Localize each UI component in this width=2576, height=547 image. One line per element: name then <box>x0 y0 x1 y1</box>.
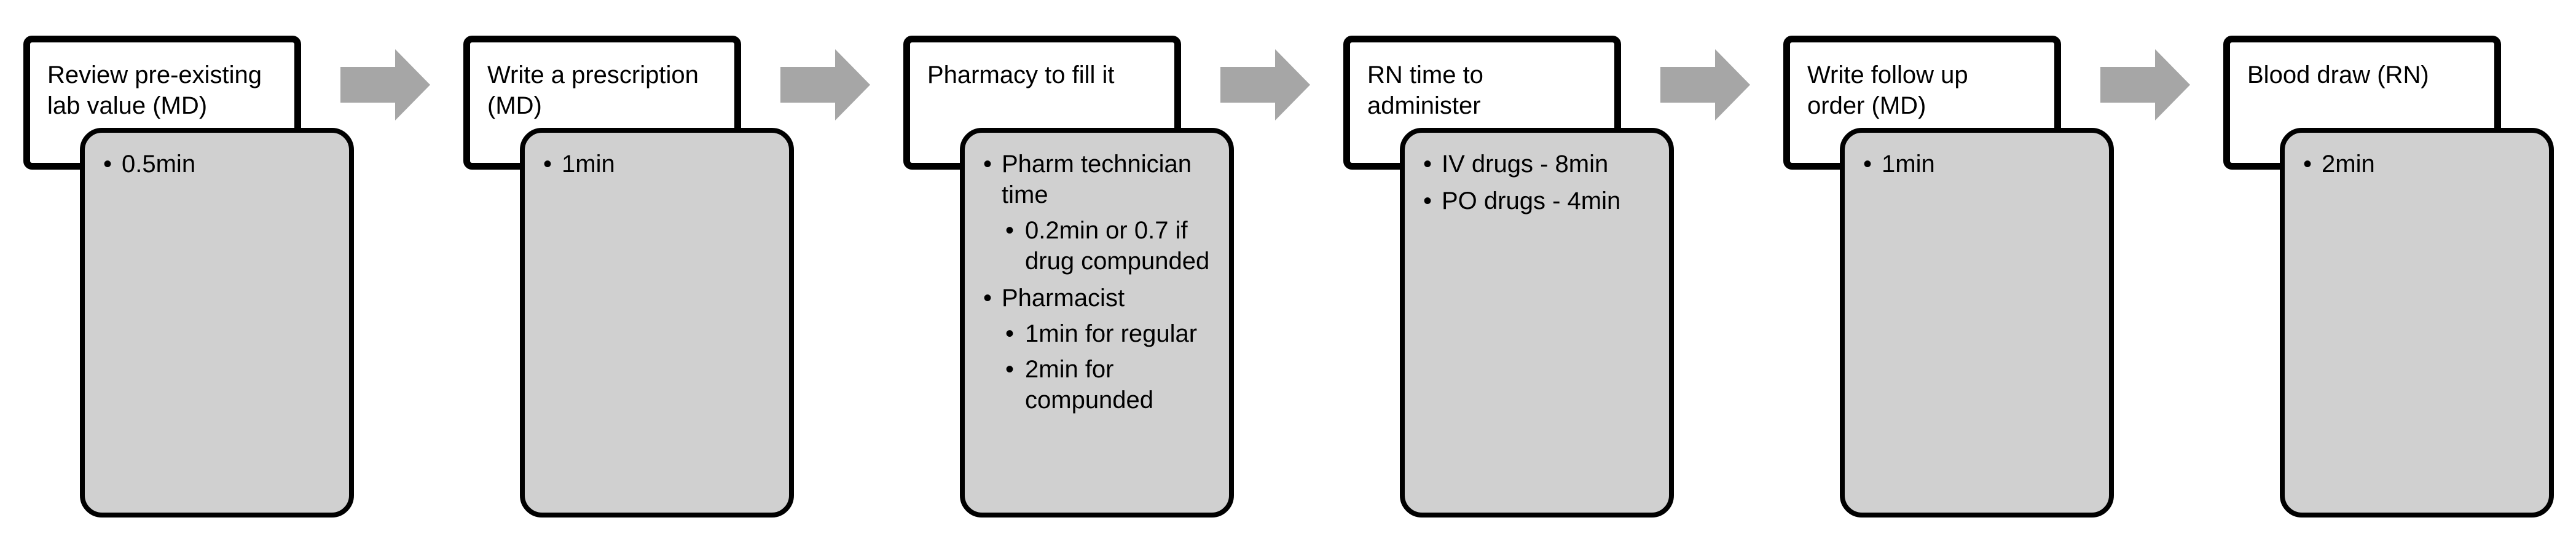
step-title-box: Review pre-existing lab value (MD) <box>23 36 301 170</box>
arrow-shape <box>780 49 870 120</box>
step-items: 2min <box>2302 149 2539 179</box>
step-item-text: 1min <box>562 151 615 178</box>
step-item-text: Pharmacist <box>1002 285 1125 312</box>
process-step-1: Review pre-existing lab value (MD) 0.5mi… <box>23 0 355 547</box>
step-detail-box: 1min <box>520 128 794 517</box>
step-item-text: 1min <box>1882 151 1935 178</box>
step-item-text: PO drugs - 4min <box>1442 187 1621 214</box>
step-item: 1min <box>542 149 779 179</box>
arrow-shape <box>1660 49 1750 120</box>
step-items: 1min <box>542 149 779 179</box>
step-item-text: 0.5min <box>122 151 196 178</box>
process-step-4: RN time to administer IV drugs - 8min PO… <box>1343 0 1675 547</box>
step-items: Pharm technician time 0.2min or 0.7 if d… <box>982 149 1219 415</box>
step-item: Pharm technician time 0.2min or 0.7 if d… <box>982 149 1219 277</box>
step-items: IV drugs - 8min PO drugs - 4min <box>1422 149 1659 216</box>
right-arrow-icon <box>1220 49 1310 120</box>
arrow-shape <box>2100 49 2190 120</box>
step-subitem: 2min for compunded <box>1002 354 1219 415</box>
step-subitem: 0.2min or 0.7 if drug compunded <box>1002 215 1219 277</box>
process-step-3: Pharmacy to fill it Pharm technician tim… <box>903 0 1235 547</box>
step-detail-box: IV drugs - 8min PO drugs - 4min <box>1400 128 1674 517</box>
step-title: Review pre-existing lab value (MD) <box>47 61 262 119</box>
right-arrow-icon <box>340 49 430 120</box>
step-item: PO drugs - 4min <box>1422 186 1659 216</box>
step-item: Pharmacist 1min for regular 2min for com… <box>982 283 1219 415</box>
step-items: 0.5min <box>102 149 339 179</box>
step-items: 1min <box>1862 149 2099 179</box>
process-step-5: Write follow up order (MD) 1min <box>1783 0 2115 547</box>
step-detail-box: Pharm technician time 0.2min or 0.7 if d… <box>960 128 1234 517</box>
step-title: RN time to administer <box>1367 61 1483 119</box>
arrow-shape <box>340 49 430 120</box>
right-arrow-icon <box>2100 49 2190 120</box>
step-item-text: IV drugs - 8min <box>1442 151 1609 178</box>
step-detail-box: 2min <box>2280 128 2554 517</box>
step-title: Pharmacy to fill it <box>927 61 1115 89</box>
step-item: 2min <box>2302 149 2539 179</box>
step-title: Write follow up order (MD) <box>1807 61 1968 119</box>
step-item: 1min <box>1862 149 2099 179</box>
step-subitem: 1min for regular <box>1002 318 1219 349</box>
step-item-text: 2min <box>2322 151 2375 178</box>
step-subitems: 1min for regular 2min for compunded <box>1002 318 1219 415</box>
step-item: IV drugs - 8min <box>1422 149 1659 179</box>
arrow-shape <box>1220 49 1310 120</box>
process-step-6: Blood draw (RN) 2min <box>2223 0 2555 547</box>
step-detail-box: 0.5min <box>80 128 354 517</box>
step-title: Blood draw (RN) <box>2247 61 2429 89</box>
right-arrow-icon <box>1660 49 1750 120</box>
step-title: Write a prescription (MD) <box>487 61 699 119</box>
step-subitems: 0.2min or 0.7 if drug compunded <box>1002 215 1219 277</box>
process-step-2: Write a prescription (MD) 1min <box>463 0 795 547</box>
step-detail-box: 1min <box>1840 128 2114 517</box>
step-item: 0.5min <box>102 149 339 179</box>
step-item-text: Pharm technician time <box>1002 151 1192 208</box>
right-arrow-icon <box>780 49 870 120</box>
